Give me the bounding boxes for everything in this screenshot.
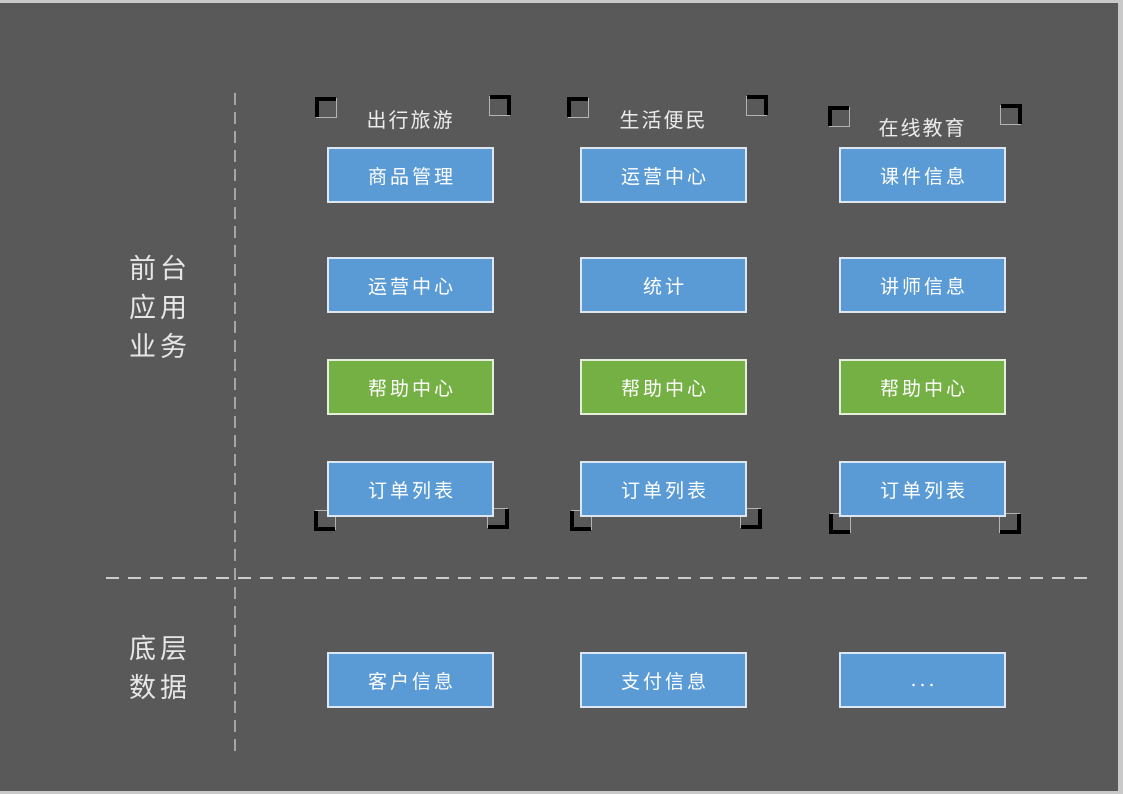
corner-bracket-bottom-left-education bbox=[829, 514, 850, 534]
section-label-front-office: 前台 应用 业务 bbox=[98, 250, 222, 367]
section-label-base-data: 底层 数据 bbox=[98, 630, 222, 708]
corner-bracket-top-right-life bbox=[747, 95, 768, 115]
box-product-management: 商品管理 bbox=[327, 147, 494, 203]
base-data-line-1: 底层 bbox=[129, 634, 191, 665]
box-operations-center-life: 运营中心 bbox=[580, 147, 747, 203]
column-title-online-education: 在线教育 bbox=[878, 116, 967, 140]
corner-bracket-top-right-education bbox=[1001, 104, 1022, 124]
box-help-center-life: 帮助中心 bbox=[580, 359, 747, 415]
horizontal-dashed-divider bbox=[106, 577, 1088, 579]
column-title-life-convenience: 生活便民 bbox=[619, 108, 708, 132]
box-payment-info: 支付信息 bbox=[580, 652, 747, 708]
frame-edge-right bbox=[1118, 0, 1123, 794]
corner-bracket-bottom-right-life bbox=[741, 509, 762, 529]
box-operations-center-travel: 运营中心 bbox=[327, 257, 494, 313]
base-data-line-2: 数据 bbox=[129, 673, 191, 704]
box-help-center-travel: 帮助中心 bbox=[327, 359, 494, 415]
box-order-list-education: 订单列表 bbox=[839, 461, 1006, 517]
frame-edge-bottom bbox=[0, 791, 1123, 794]
box-statistics: 统计 bbox=[580, 257, 747, 313]
front-office-line-3: 业务 bbox=[129, 332, 191, 363]
column-title-travel-tourism: 出行旅游 bbox=[366, 108, 455, 132]
corner-bracket-top-left-travel bbox=[315, 97, 336, 117]
corner-bracket-bottom-right-travel bbox=[488, 509, 509, 529]
corner-bracket-bottom-right-education bbox=[1000, 514, 1021, 534]
frame-edge-top bbox=[0, 0, 1123, 3]
box-help-center-education: 帮助中心 bbox=[839, 359, 1006, 415]
vertical-dashed-divider bbox=[234, 93, 236, 757]
front-office-line-1: 前台 bbox=[129, 254, 191, 285]
box-order-list-life: 订单列表 bbox=[580, 461, 747, 517]
corner-bracket-top-left-education bbox=[828, 106, 849, 126]
corner-bracket-top-right-travel bbox=[490, 95, 511, 115]
box-order-list-travel: 订单列表 bbox=[327, 461, 494, 517]
corner-bracket-bottom-left-life bbox=[570, 511, 591, 531]
box-customer-info: 客户信息 bbox=[327, 652, 494, 708]
corner-bracket-bottom-left-travel bbox=[314, 511, 335, 531]
front-office-line-2: 应用 bbox=[129, 293, 191, 324]
box-ellipsis: ... bbox=[839, 652, 1006, 708]
box-lecturer-info: 讲师信息 bbox=[839, 257, 1006, 313]
box-courseware-info: 课件信息 bbox=[839, 147, 1006, 203]
corner-bracket-top-left-life bbox=[567, 97, 588, 117]
